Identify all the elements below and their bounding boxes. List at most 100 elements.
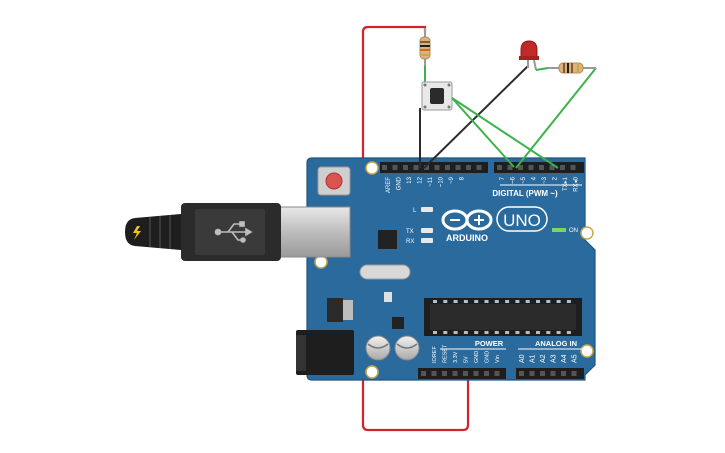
power-pin-label: 5V xyxy=(464,356,470,363)
header-pin[interactable] xyxy=(550,371,556,376)
header-pin[interactable] xyxy=(413,165,419,170)
digital-pin-label: ~6 xyxy=(511,176,517,184)
usb-port xyxy=(277,206,351,258)
tx-led-label: TX xyxy=(406,229,414,235)
reset-button[interactable] xyxy=(325,172,343,190)
header-pin[interactable] xyxy=(431,371,437,376)
smd-part xyxy=(384,292,392,302)
header-pin[interactable] xyxy=(392,165,398,170)
header-pin[interactable] xyxy=(539,165,544,170)
header-pin[interactable] xyxy=(529,371,535,376)
analog-pin-label: A2 xyxy=(540,354,547,363)
digital-pin-label: 4 xyxy=(532,176,538,180)
header-pin[interactable] xyxy=(484,371,489,376)
chip-pin xyxy=(515,300,520,303)
chip-pin xyxy=(433,300,437,303)
analog-pin-label: A5 xyxy=(572,354,579,363)
chip-pin xyxy=(484,331,489,334)
chip-pin xyxy=(536,331,540,334)
chip-pin xyxy=(443,331,448,334)
green-wire-led-resistor[interactable] xyxy=(535,67,549,71)
atmega-chip xyxy=(430,304,576,330)
header-pin[interactable] xyxy=(540,371,545,376)
red-wire[interactable] xyxy=(361,25,470,432)
header-pin[interactable] xyxy=(452,371,458,376)
chip-pin xyxy=(453,331,458,334)
header-pin[interactable] xyxy=(382,165,387,170)
header-pin[interactable] xyxy=(570,165,576,170)
chip-pin xyxy=(453,300,458,303)
analog-pin-label: A3 xyxy=(551,354,558,363)
header-pin[interactable] xyxy=(560,165,565,170)
analog-pin-label: A4 xyxy=(561,354,568,363)
analog-pin-label: A0 xyxy=(519,354,526,363)
analog-pin-label: A1 xyxy=(530,354,537,363)
header-pin[interactable] xyxy=(434,165,440,170)
chip-pin xyxy=(443,300,448,303)
chip-pin xyxy=(505,331,510,334)
pushbutton[interactable] xyxy=(421,81,453,111)
usb-cable[interactable] xyxy=(125,203,351,261)
power-pin-label: RESET xyxy=(443,344,449,363)
header-pin[interactable] xyxy=(518,165,523,170)
digital-pin-label: GND xyxy=(397,176,403,190)
mounting-hole xyxy=(365,161,379,175)
usb-chip xyxy=(378,230,397,249)
chip-pin xyxy=(525,331,530,334)
header-pin[interactable] xyxy=(421,371,426,376)
analog-header[interactable] xyxy=(516,368,584,379)
chip-pin xyxy=(474,300,479,303)
chip-pin xyxy=(463,300,468,303)
digital-pin-label: 8 xyxy=(460,176,466,180)
digital-pin-label: ~10 xyxy=(439,176,445,187)
green-wire-resistor-pin[interactable] xyxy=(515,67,597,169)
header-pin[interactable] xyxy=(528,165,534,170)
resistor-button[interactable] xyxy=(419,28,431,66)
header-pin[interactable] xyxy=(463,371,468,376)
digital-pin-label: ~3 xyxy=(542,176,548,184)
header-pin[interactable] xyxy=(476,165,482,170)
power-pin-label: IOREF xyxy=(432,346,438,363)
chip-pin xyxy=(433,331,437,334)
regulator-tab xyxy=(343,300,353,320)
green-wire-button-pin[interactable] xyxy=(451,97,515,168)
chip-pin xyxy=(566,331,571,334)
red-led[interactable] xyxy=(519,40,539,71)
header-pin[interactable] xyxy=(519,371,524,376)
digital-label: DIGITAL (PWM ~) xyxy=(492,189,558,198)
on-led xyxy=(552,228,566,232)
header-pin[interactable] xyxy=(466,165,471,170)
header-pin[interactable] xyxy=(473,371,479,376)
tx-led xyxy=(421,228,433,233)
power-header[interactable] xyxy=(418,368,506,379)
digital-pin-label: ~9 xyxy=(449,176,455,184)
resistor-led[interactable] xyxy=(548,62,596,74)
analog-label: ANALOG IN xyxy=(535,339,577,348)
header-pin[interactable] xyxy=(507,165,513,170)
chip-pin xyxy=(556,331,561,334)
voltage-regulator xyxy=(327,298,343,322)
rx-led xyxy=(421,238,433,243)
usb-icon xyxy=(214,221,253,243)
header-pin[interactable] xyxy=(403,165,408,170)
header-pin[interactable] xyxy=(549,165,555,170)
black-wire-led-gnd[interactable] xyxy=(423,65,529,169)
header-pin[interactable] xyxy=(571,371,577,376)
header-pin[interactable] xyxy=(455,165,461,170)
power-label: POWER xyxy=(475,339,504,348)
green-wire-pin2[interactable] xyxy=(451,97,559,169)
header-pin[interactable] xyxy=(497,165,502,170)
header-pin[interactable] xyxy=(424,165,429,170)
power-pin-label: GND xyxy=(485,351,491,363)
digital-pin-label: 7 xyxy=(500,176,506,180)
power-jack[interactable] xyxy=(296,330,354,375)
header-pin[interactable] xyxy=(494,371,500,376)
header-pin[interactable] xyxy=(442,371,447,376)
digital-pin-label: AREF xyxy=(386,177,392,193)
digital-pin-label: ~5 xyxy=(521,176,527,184)
header-pin[interactable] xyxy=(561,371,566,376)
header-pin[interactable] xyxy=(445,165,450,170)
digital-header-left[interactable] xyxy=(380,162,488,173)
